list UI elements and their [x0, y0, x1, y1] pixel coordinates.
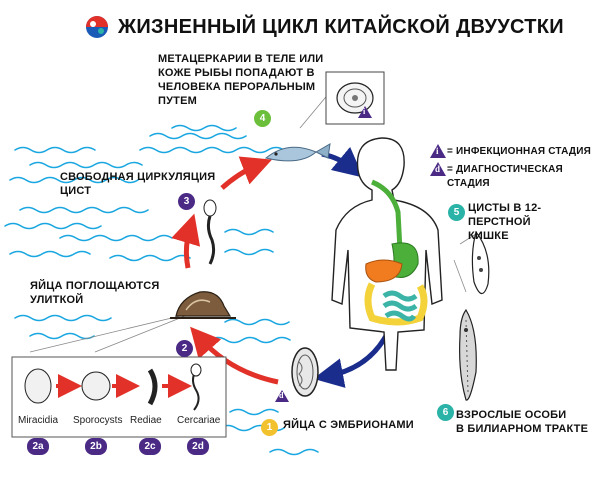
arrow-human-to-egg [313, 330, 391, 388]
free-cercaria-image [203, 199, 217, 265]
stage-sporocysts-label: Sporocysts [73, 415, 123, 426]
leader-lines [29, 91, 477, 353]
step-6-badge: 6 [437, 404, 454, 421]
stage-rediae-label: Rediae [130, 415, 162, 426]
step-3-badge: 3 [178, 193, 195, 210]
legend-infective-text: = ИНФЕКЦИОННАЯ СТАДИЯ [447, 146, 591, 157]
embryonated-egg-image [291, 347, 319, 397]
metacercaria-inset [325, 71, 385, 125]
stage-2b-badge: 2b [85, 438, 107, 455]
water-waves [4, 124, 319, 456]
arrow-egg-to-snail [190, 326, 279, 385]
duodenum-cyst-image [471, 230, 490, 295]
step-1-label: ЯЙЦА С ЭМБРИОНАМИ [283, 419, 414, 431]
stage-cercariae-label: Cercariae [177, 415, 221, 426]
snail-image [170, 291, 236, 319]
egg-diagnostic-marker: d [275, 390, 289, 402]
adult-fluke-image [459, 308, 477, 401]
step-4-label: МЕТАЦЕРКАРИИ В ТЕЛЕ ИЛИ КОЖЕ РЫБЫ ПОПАДА… [158, 53, 324, 107]
step-2-badge: 2 [176, 340, 193, 357]
page-title: ЖИЗНЕННЫЙ ЦИКЛ КИТАЙСКОЙ ДВУУСТКИ [118, 16, 564, 38]
step-6-label: ВЗРОСЛЫЕ ОСОБИ В БИЛИАРНОМ ТРАКТЕ [456, 409, 589, 435]
arrow-snail-to-cercariae [171, 213, 201, 269]
infective-stage-icon: i [430, 144, 446, 158]
step-3-label: СВОБОДНАЯ ЦИРКУЛЯЦИЯ ЦИСТ [60, 171, 216, 197]
step-2-label: ЯЙЦА ПОГЛОЩАЮТСЯ УЛИТКОЙ [30, 280, 160, 306]
step-5-label: ЦИСТЫ В 12-ПЕРСТНОЙ КИШКЕ [468, 202, 542, 242]
logo-icon [86, 16, 108, 38]
step-4-badge: 4 [254, 110, 271, 127]
fish-image [264, 143, 331, 162]
human-body [331, 137, 443, 371]
diagnostic-stage-icon: d [430, 162, 446, 176]
stage-2d-badge: 2d [187, 438, 209, 455]
stage-miracidia-label: Miracidia [18, 415, 59, 426]
step-5-badge: 5 [448, 204, 465, 221]
step-1-badge: 1 [261, 419, 278, 436]
legend-diagnostic-text: = ДИАГНОСТИЧЕСКАЯ СТАДИЯ [447, 164, 563, 189]
arrow-cercariae-to-fish [220, 156, 272, 190]
snail-stages-inset [11, 356, 227, 438]
metacercaria-infective-marker: i [358, 106, 372, 118]
stage-2c-badge: 2c [139, 438, 161, 455]
stage-2a-badge: 2a [27, 438, 49, 455]
